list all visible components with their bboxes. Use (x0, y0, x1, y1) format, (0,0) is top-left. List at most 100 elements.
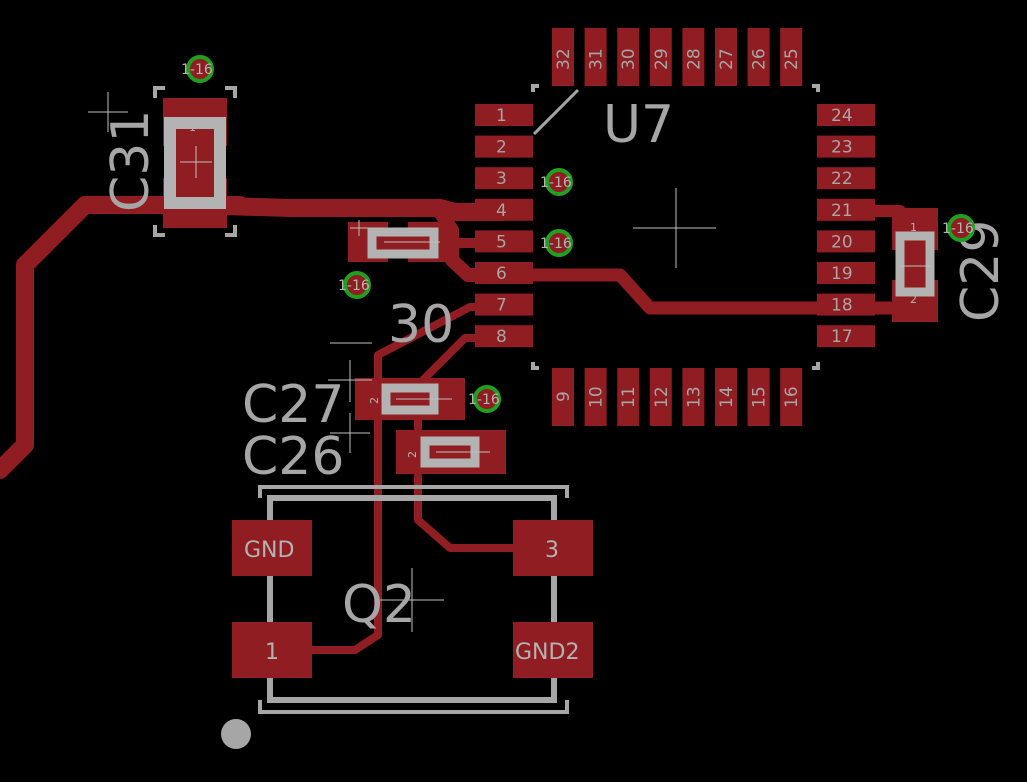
u7-pin-4[interactable] (475, 198, 533, 221)
u7-pin-label: 10 (587, 386, 607, 408)
u7-pin-19[interactable] (817, 262, 875, 284)
u7-pin-label: 9 (554, 391, 574, 402)
u7-pin-label: 26 (750, 48, 770, 70)
u7-pin-label: 11 (619, 386, 639, 408)
via-label: 1-16 (540, 236, 572, 252)
q2-pad-1[interactable] (232, 622, 312, 678)
via[interactable]: 1-16 (540, 168, 573, 196)
cap-near-pin5[interactable] (348, 220, 448, 262)
u7-pin-2[interactable] (475, 135, 533, 158)
q2-pad-gnd[interactable] (232, 520, 312, 576)
c27-capacitor[interactable]: 2 C27 (242, 360, 465, 435)
via-label: 1-16 (942, 221, 974, 237)
u7-pin-label: 16 (782, 386, 802, 408)
u7-pin-13[interactable] (682, 368, 705, 426)
cap-near-pin5-body (367, 227, 439, 259)
u7-pin-10[interactable] (584, 368, 607, 426)
u7-pin-label: 22 (831, 169, 853, 189)
u7-pin-11[interactable] (617, 368, 640, 426)
q2-pad-3-label: 3 (545, 538, 559, 563)
via[interactable]: 1-16 (942, 214, 975, 242)
c27-pin2-label: 2 (368, 397, 381, 404)
u7-pin-18[interactable] (817, 293, 875, 316)
via-ring (545, 168, 573, 196)
u7-pin-12[interactable] (649, 368, 672, 426)
u7-origin-cross (633, 188, 716, 268)
u7-pin-27[interactable] (715, 28, 737, 86)
u7-pin-label: 14 (717, 386, 737, 408)
via-label: 1-16 (540, 175, 572, 191)
u7-pin-label: 25 (782, 48, 802, 70)
q2-designator: Q2 (342, 575, 416, 635)
cap-near-pin5-cross (350, 220, 440, 243)
u7-pin-label: 17 (831, 327, 853, 347)
q2-pad-gnd-label: GND (244, 538, 294, 563)
u7-pin-9[interactable] (552, 368, 574, 426)
u7-pin-label: 30 (619, 48, 639, 70)
u7-pin-1[interactable] (475, 104, 533, 126)
u7-pin-21[interactable] (817, 198, 875, 221)
u7-pin-32[interactable] (552, 28, 574, 86)
via[interactable]: 1-16 (338, 271, 371, 299)
u7-pin-label: 28 (684, 48, 704, 70)
q2-pad-gnd2-label: GND2 (515, 640, 579, 665)
q2-origin-cross (380, 568, 444, 632)
u7-pin-6[interactable] (475, 262, 533, 284)
u7-pin-20[interactable] (817, 230, 875, 253)
c31-capacitor[interactable]: 1 2 C31 (88, 86, 237, 237)
u7-pin-label: 15 (750, 386, 770, 408)
q2-crystal[interactable]: GND 1 3 GND2 Q2 (232, 485, 593, 714)
u7-pin-label: 29 (652, 48, 672, 70)
vias: 1-16 1-16 1-16 1-16 1-16 1-16 (181, 55, 975, 413)
u7-pin-25[interactable] (780, 28, 803, 86)
u7-pin-label: 1 (496, 106, 507, 126)
c26-pin2-label: 2 (406, 451, 419, 458)
c31-origin-cross (180, 146, 212, 178)
u7-pin-23[interactable] (817, 135, 875, 158)
c29-pin2-label: 2 (910, 293, 917, 306)
u7-pin-8[interactable] (475, 325, 533, 348)
u7-pin-7[interactable] (475, 293, 533, 316)
via-label: 1-16 (338, 278, 370, 294)
u7-pin-24[interactable] (817, 104, 875, 126)
u7-pin-label: 32 (554, 48, 574, 70)
via[interactable]: 1-16 (540, 229, 573, 257)
u7-pin-label: 27 (717, 48, 737, 70)
via-ring (343, 271, 371, 299)
via[interactable]: 1-16 (468, 385, 501, 413)
u7-pin-15[interactable] (747, 368, 770, 426)
u7-pin-31[interactable] (584, 28, 607, 86)
u7-pin-22[interactable] (817, 167, 875, 190)
u7-pin-30[interactable] (617, 28, 640, 86)
u7-pin-label: 21 (831, 201, 853, 221)
u7-pin-14[interactable] (715, 368, 737, 426)
c26-capacitor[interactable]: 2 C26 (242, 413, 506, 487)
u7-pin-28[interactable] (682, 28, 705, 86)
q2-pad-3[interactable] (513, 520, 593, 576)
u7-pin-label: 8 (496, 327, 507, 347)
q2-outer-outline (258, 485, 569, 714)
c26-origin-cross (330, 413, 490, 453)
u7-pin-label: 18 (831, 296, 853, 316)
via[interactable]: 1-16 (181, 55, 214, 83)
u7-pin-17[interactable] (817, 325, 875, 348)
q2-pad-gnd2[interactable] (513, 622, 593, 678)
u7-pin-label: 31 (587, 48, 607, 70)
u7-pin-3[interactable] (475, 167, 533, 190)
c27-origin-cross (328, 360, 452, 402)
c29-pin1-label: 1 (910, 221, 917, 234)
u7-pin-5[interactable] (475, 230, 533, 253)
u7-pin-26[interactable] (747, 28, 770, 86)
u7-top-pins: 32 31 30 29 28 27 26 25 (552, 28, 803, 86)
u7-pin-label: 3 (496, 169, 507, 189)
u7-pin-label: 7 (496, 296, 507, 316)
c31-outline (153, 86, 237, 237)
u7-pin-label: 19 (831, 264, 853, 284)
u7-pin-16[interactable] (780, 368, 803, 426)
u7-pin-29[interactable] (649, 28, 672, 86)
